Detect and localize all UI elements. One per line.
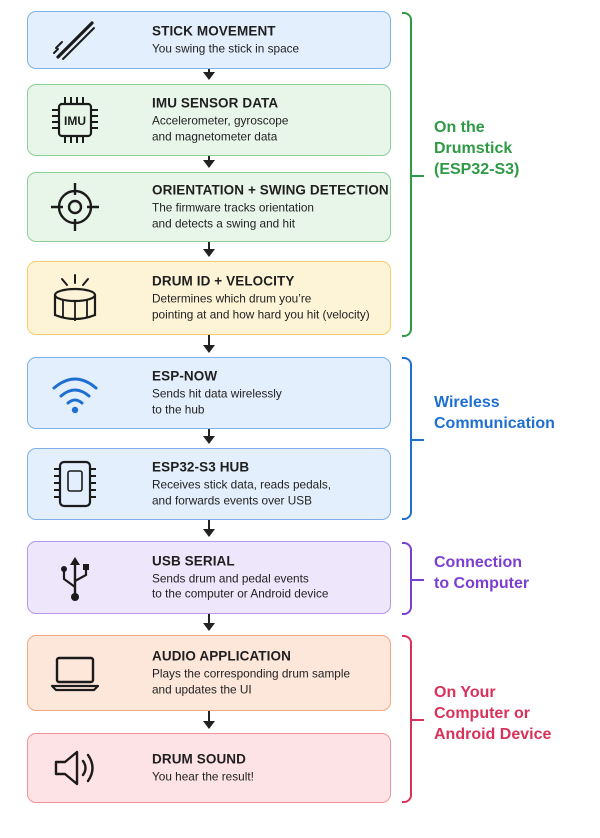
flow-arrow	[203, 429, 215, 444]
step-box-esp32-s3-hub: ESP32-S3 HUB Receives stick data, reads p…	[27, 448, 391, 520]
step-description-line: Plays the corresponding drum sample	[152, 666, 351, 681]
step-box-drum-sound: DRUM SOUND You hear the result!	[27, 733, 391, 803]
group-bracket	[402, 542, 424, 615]
speaker-icon	[48, 741, 102, 795]
group-label-line: On Your	[434, 684, 496, 701]
step-description-line: Receives stick data, reads pedals,	[152, 477, 332, 492]
flow-arrow	[203, 614, 215, 631]
group-label-line: Android Device	[434, 726, 552, 743]
step-box-drum-id-velocity: DRUM ID + VELOCITY Determines which drum …	[27, 261, 391, 335]
step-box-stick-movement: STICK MOVEMENT You swing the stick in spa…	[27, 11, 391, 69]
step-description-line: pointing at and how hard you hit (veloci…	[152, 307, 370, 321]
step-box-audio-application: AUDIO APPLICATION Plays the corresponding…	[27, 635, 391, 711]
flow-arrow	[203, 335, 215, 353]
step-description-line: to the hub	[152, 402, 205, 416]
flow-arrow	[203, 520, 215, 537]
laptop-icon	[48, 646, 102, 700]
drumstick-icon	[48, 13, 102, 67]
group-label-line: Connection	[434, 554, 522, 571]
step-title: ESP32-S3 HUB	[152, 459, 250, 475]
step-description-line: and magnetometer data	[152, 129, 278, 143]
step-box-orientation-swing-detection: ORIENTATION + SWING DETECTION The firmwar…	[27, 172, 391, 242]
step-text: ORIENTATION + SWING DETECTION The firmwar…	[152, 182, 389, 232]
group-label-line: Communication	[434, 415, 555, 432]
group-bracket	[402, 357, 424, 520]
hub-board-icon	[48, 457, 102, 511]
step-title: USB SERIAL	[152, 553, 235, 568]
group-label: Connection to Computer	[434, 552, 529, 594]
step-title: IMU SENSOR DATA	[152, 95, 279, 111]
group-label-line: Wireless	[434, 394, 500, 411]
step-text: ESP32-S3 HUB Receives stick data, reads p…	[152, 460, 384, 509]
flow-arrow	[203, 711, 215, 729]
step-title: ORIENTATION + SWING DETECTION	[152, 182, 389, 198]
group-bracket	[402, 635, 424, 803]
step-description-line: Accelerometer, gyroscope	[152, 113, 289, 128]
step-description-line: and updates the UI	[152, 682, 252, 696]
step-description-line: Determines which drum you’re	[152, 291, 312, 306]
step-text: AUDIO APPLICATION Plays the corresponding…	[152, 649, 384, 698]
step-title: DRUM SOUND	[152, 751, 246, 767]
group-label-line: Drumstick	[434, 140, 513, 157]
step-title: AUDIO APPLICATION	[152, 648, 291, 664]
step-text: DRUM ID + VELOCITY Determines which drum …	[152, 274, 384, 323]
flow-arrow	[203, 156, 215, 168]
group-label-line: Computer or	[434, 705, 530, 722]
step-description-line: You swing the stick in space	[152, 41, 300, 56]
step-description-line: You hear the result!	[152, 769, 254, 784]
group-bracket	[402, 12, 424, 337]
group-label-line: On the	[434, 119, 485, 136]
group-label-line: (ESP32-S3)	[434, 161, 520, 178]
svg-text:IMU: IMU	[64, 114, 86, 128]
drum-icon	[48, 271, 102, 325]
step-text: DRUM SOUND You hear the result!	[152, 751, 384, 785]
step-box-imu-sensor-data: IMU IMU SENSOR DATA Accelerometer, gyrosco…	[27, 84, 391, 156]
step-title: ESP-NOW	[152, 368, 218, 384]
flow-arrow	[203, 69, 215, 80]
step-description-line: Sends hit data wirelessly	[152, 386, 282, 401]
step-text: STICK MOVEMENT You swing the stick in spa…	[152, 23, 384, 57]
wifi-icon	[48, 366, 102, 420]
step-title: DRUM ID + VELOCITY	[152, 273, 295, 289]
group-label-line: to Computer	[434, 575, 530, 592]
step-description-line: and forwards events over USB	[152, 493, 312, 507]
crosshair-icon	[48, 180, 102, 234]
flow-arrow	[203, 242, 215, 257]
step-description-line: and detects a swing and hit	[152, 216, 295, 230]
usb-icon	[48, 551, 102, 605]
imu-chip-icon: IMU	[48, 93, 102, 147]
step-description-line: to the computer or Android device	[152, 586, 329, 601]
step-description-line: The firmware tracks orientation	[152, 200, 314, 215]
step-description-line: Sends drum and pedal events	[152, 571, 309, 585]
step-title: STICK MOVEMENT	[152, 23, 276, 39]
